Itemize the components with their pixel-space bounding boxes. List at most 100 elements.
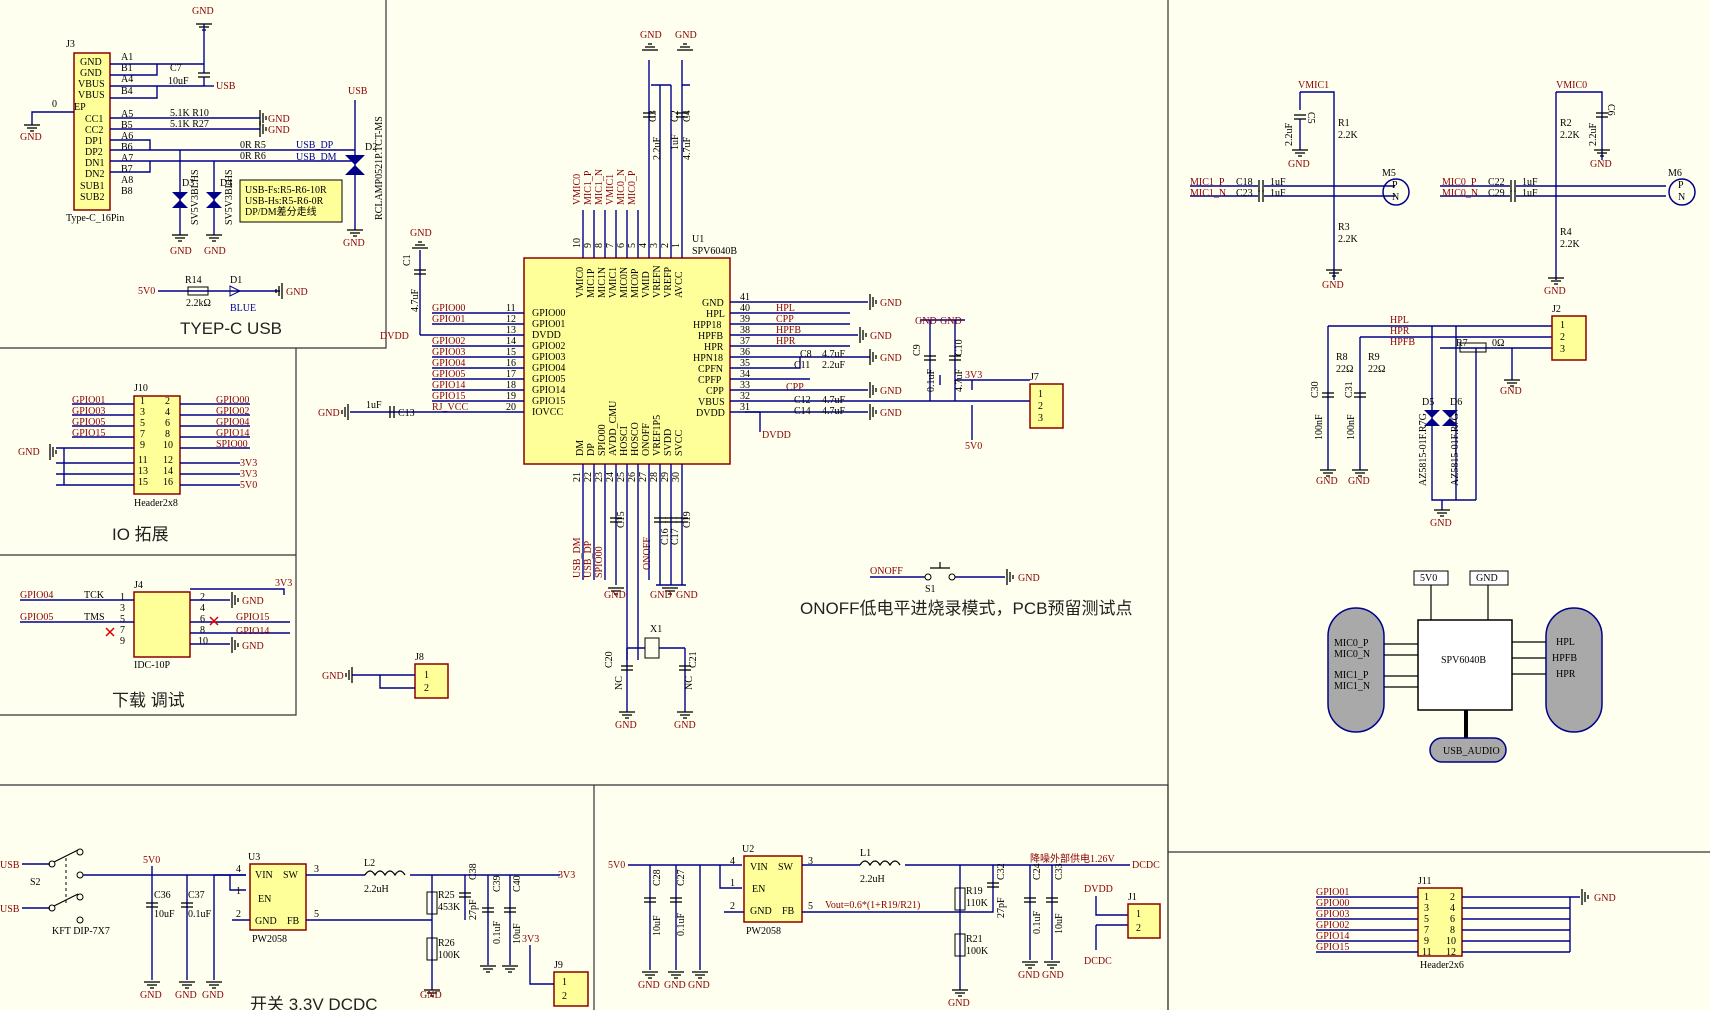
svg-text:3: 3	[140, 407, 145, 418]
svg-text:NC: NC	[614, 676, 625, 690]
no-connect-icon	[105, 627, 115, 637]
block-diagram: 5V0 GND SPV6040B MIC0_P MIC0_N MIC1_P MI…	[1327, 570, 1603, 763]
svg-text:10uF: 10uF	[512, 923, 523, 944]
svg-text:C21: C21	[688, 651, 699, 668]
svg-text:GND: GND	[640, 30, 662, 41]
svg-text:R4: R4	[1560, 227, 1572, 238]
svg-text:DVDD: DVDD	[1084, 884, 1113, 895]
svg-text:GND: GND	[880, 353, 902, 364]
svg-text:C39: C39	[492, 875, 503, 892]
svg-text:CC1: CC1	[85, 114, 103, 125]
svg-text:CPP: CPP	[786, 382, 804, 393]
hp-bus-oval	[1545, 607, 1603, 733]
svg-text:27pF: 27pF	[996, 897, 1007, 918]
ic-bottom-pins: DM DP SPIO00 AVDD_CMU HOSCI HOSCO ONOFF …	[572, 400, 685, 578]
svg-text:2: 2	[730, 901, 735, 912]
svg-text:U3: U3	[248, 852, 260, 863]
svg-text:2: 2	[236, 909, 241, 920]
svg-text:USB_AUDIO: USB_AUDIO	[1443, 746, 1500, 757]
svg-text:C12: C12	[794, 395, 811, 406]
main-ic-section: U1 SPV6040B GPIO00 GPIO01 DVDD GPIO02 GP…	[318, 30, 1064, 731]
svg-text:7: 7	[1424, 925, 1429, 936]
svg-text:GND: GND	[1042, 970, 1064, 981]
svg-text:NC: NC	[684, 676, 695, 690]
crystal-x1: X1 C20 C21 NC NC GND GND	[604, 624, 699, 731]
svg-text:2.2kΩ: 2.2kΩ	[186, 298, 211, 309]
svg-text:DVDD: DVDD	[380, 331, 409, 342]
svg-text:C14: C14	[794, 406, 811, 417]
dcdc-u2: 5V0 C28 10uF C27 0.1uF GND GND GND U2 VI…	[608, 844, 1161, 1009]
svg-text:MIC0P: MIC0P	[630, 268, 641, 298]
svg-text:2: 2	[660, 243, 671, 248]
svg-text:C1: C1	[402, 254, 413, 266]
svg-text:GND: GND	[675, 30, 697, 41]
section-title-usb: TYEP-C USB	[180, 319, 282, 338]
svg-text:J2: J2	[1552, 304, 1561, 315]
microphone-icon	[1668, 178, 1696, 206]
svg-text:HPN18: HPN18	[693, 353, 723, 364]
svg-text:ONOFF: ONOFF	[870, 566, 903, 577]
svg-text:1: 1	[140, 396, 145, 407]
svg-text:HPP18: HPP18	[693, 320, 721, 331]
svg-text:C2: C2	[670, 110, 681, 122]
svg-text:3: 3	[649, 243, 660, 248]
svg-text:25: 25	[616, 472, 627, 482]
svg-text:A5: A5	[121, 109, 133, 120]
svg-text:USB-Hs:R5-R6-0R: USB-Hs:R5-R6-0R	[245, 196, 324, 207]
svg-text:110K: 110K	[966, 898, 989, 909]
svg-text:SPIO00: SPIO00	[216, 439, 248, 450]
svg-text:SVDD: SVDD	[663, 429, 674, 456]
svg-text:5V0: 5V0	[143, 855, 160, 866]
svg-text:3: 3	[1424, 903, 1429, 914]
svg-text:3V3: 3V3	[240, 458, 257, 469]
svg-text:C20: C20	[604, 651, 615, 668]
svg-text:HPFB: HPFB	[776, 325, 801, 336]
svg-text:5: 5	[314, 909, 319, 920]
svg-text:J10: J10	[134, 383, 148, 394]
svg-text:GND: GND	[410, 228, 432, 239]
svg-text:22Ω: 22Ω	[1336, 364, 1353, 375]
svg-text:DM: DM	[575, 440, 586, 456]
svg-text:GPIO15: GPIO15	[236, 612, 269, 623]
svg-text:R3: R3	[1338, 222, 1350, 233]
svg-text:SPIO00: SPIO00	[594, 546, 605, 578]
svg-text:VIN: VIN	[255, 870, 273, 881]
svg-text:16: 16	[163, 477, 173, 488]
svg-text:6: 6	[200, 614, 205, 625]
microphone-icon	[1382, 178, 1410, 206]
block-chip	[1417, 619, 1513, 711]
svg-text:C4: C4	[682, 110, 693, 122]
svg-text:4: 4	[200, 603, 205, 614]
svg-text:C18: C18	[1236, 177, 1253, 188]
svg-text:AVDD_CMU: AVDD_CMU	[608, 400, 619, 456]
svg-text:MIC0_N: MIC0_N	[1334, 649, 1370, 660]
svg-text:EN: EN	[258, 894, 271, 905]
svg-text:3: 3	[1038, 413, 1043, 424]
svg-text:3: 3	[314, 864, 319, 875]
svg-text:GND: GND	[343, 238, 365, 249]
svg-text:BLUE: BLUE	[230, 303, 256, 314]
svg-text:GPIO15: GPIO15	[432, 391, 465, 402]
svg-text:EN: EN	[752, 884, 765, 895]
svg-text:降噪外部供电1.26V: 降噪外部供电1.26V	[1030, 852, 1115, 865]
svg-text:B6: B6	[121, 142, 133, 153]
j8-connector: J8 1 2 GND	[322, 652, 449, 699]
svg-text:22: 22	[583, 472, 594, 482]
svg-text:GND: GND	[1594, 893, 1616, 904]
svg-text:8: 8	[594, 243, 605, 248]
svg-text:1: 1	[1560, 320, 1565, 331]
svg-text:GND: GND	[638, 980, 660, 991]
svg-text:GPIO04: GPIO04	[216, 417, 249, 428]
svg-text:C28: C28	[652, 869, 663, 886]
svg-text:15: 15	[138, 477, 148, 488]
svg-text:B1: B1	[121, 63, 133, 74]
svg-text:MIC0_P: MIC0_P	[1442, 177, 1477, 188]
svg-text:SW: SW	[283, 870, 299, 881]
svg-text:PW2058: PW2058	[746, 926, 781, 937]
svg-text:GPIO00: GPIO00	[532, 308, 565, 319]
svg-text:DVDD: DVDD	[696, 408, 725, 419]
svg-text:10uF: 10uF	[154, 909, 175, 920]
usb-note-box	[239, 179, 343, 223]
svg-text:SVCC: SVCC	[674, 430, 685, 456]
